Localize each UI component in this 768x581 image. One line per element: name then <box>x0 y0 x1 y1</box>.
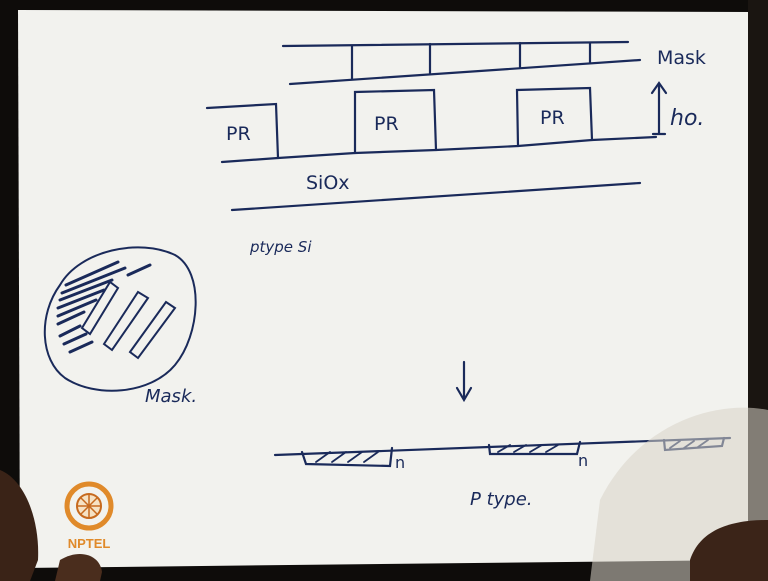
label-pr-right: PR <box>540 107 565 129</box>
label-oxide: SiOx <box>306 172 350 194</box>
label-substrate: ptype Si <box>249 238 312 256</box>
logo-text: NPTEL <box>68 536 111 551</box>
label-pr-left: PR <box>226 123 251 145</box>
label-mask-top: Mask <box>657 47 706 69</box>
label-thickness: ho. <box>670 106 704 131</box>
label-implant-left: n <box>395 453 405 472</box>
label-implant-middle: n <box>578 451 588 470</box>
label-result-type: P type. <box>470 489 533 510</box>
label-pr-middle: PR <box>374 113 399 135</box>
label-mask-circle: Mask. <box>145 386 197 407</box>
